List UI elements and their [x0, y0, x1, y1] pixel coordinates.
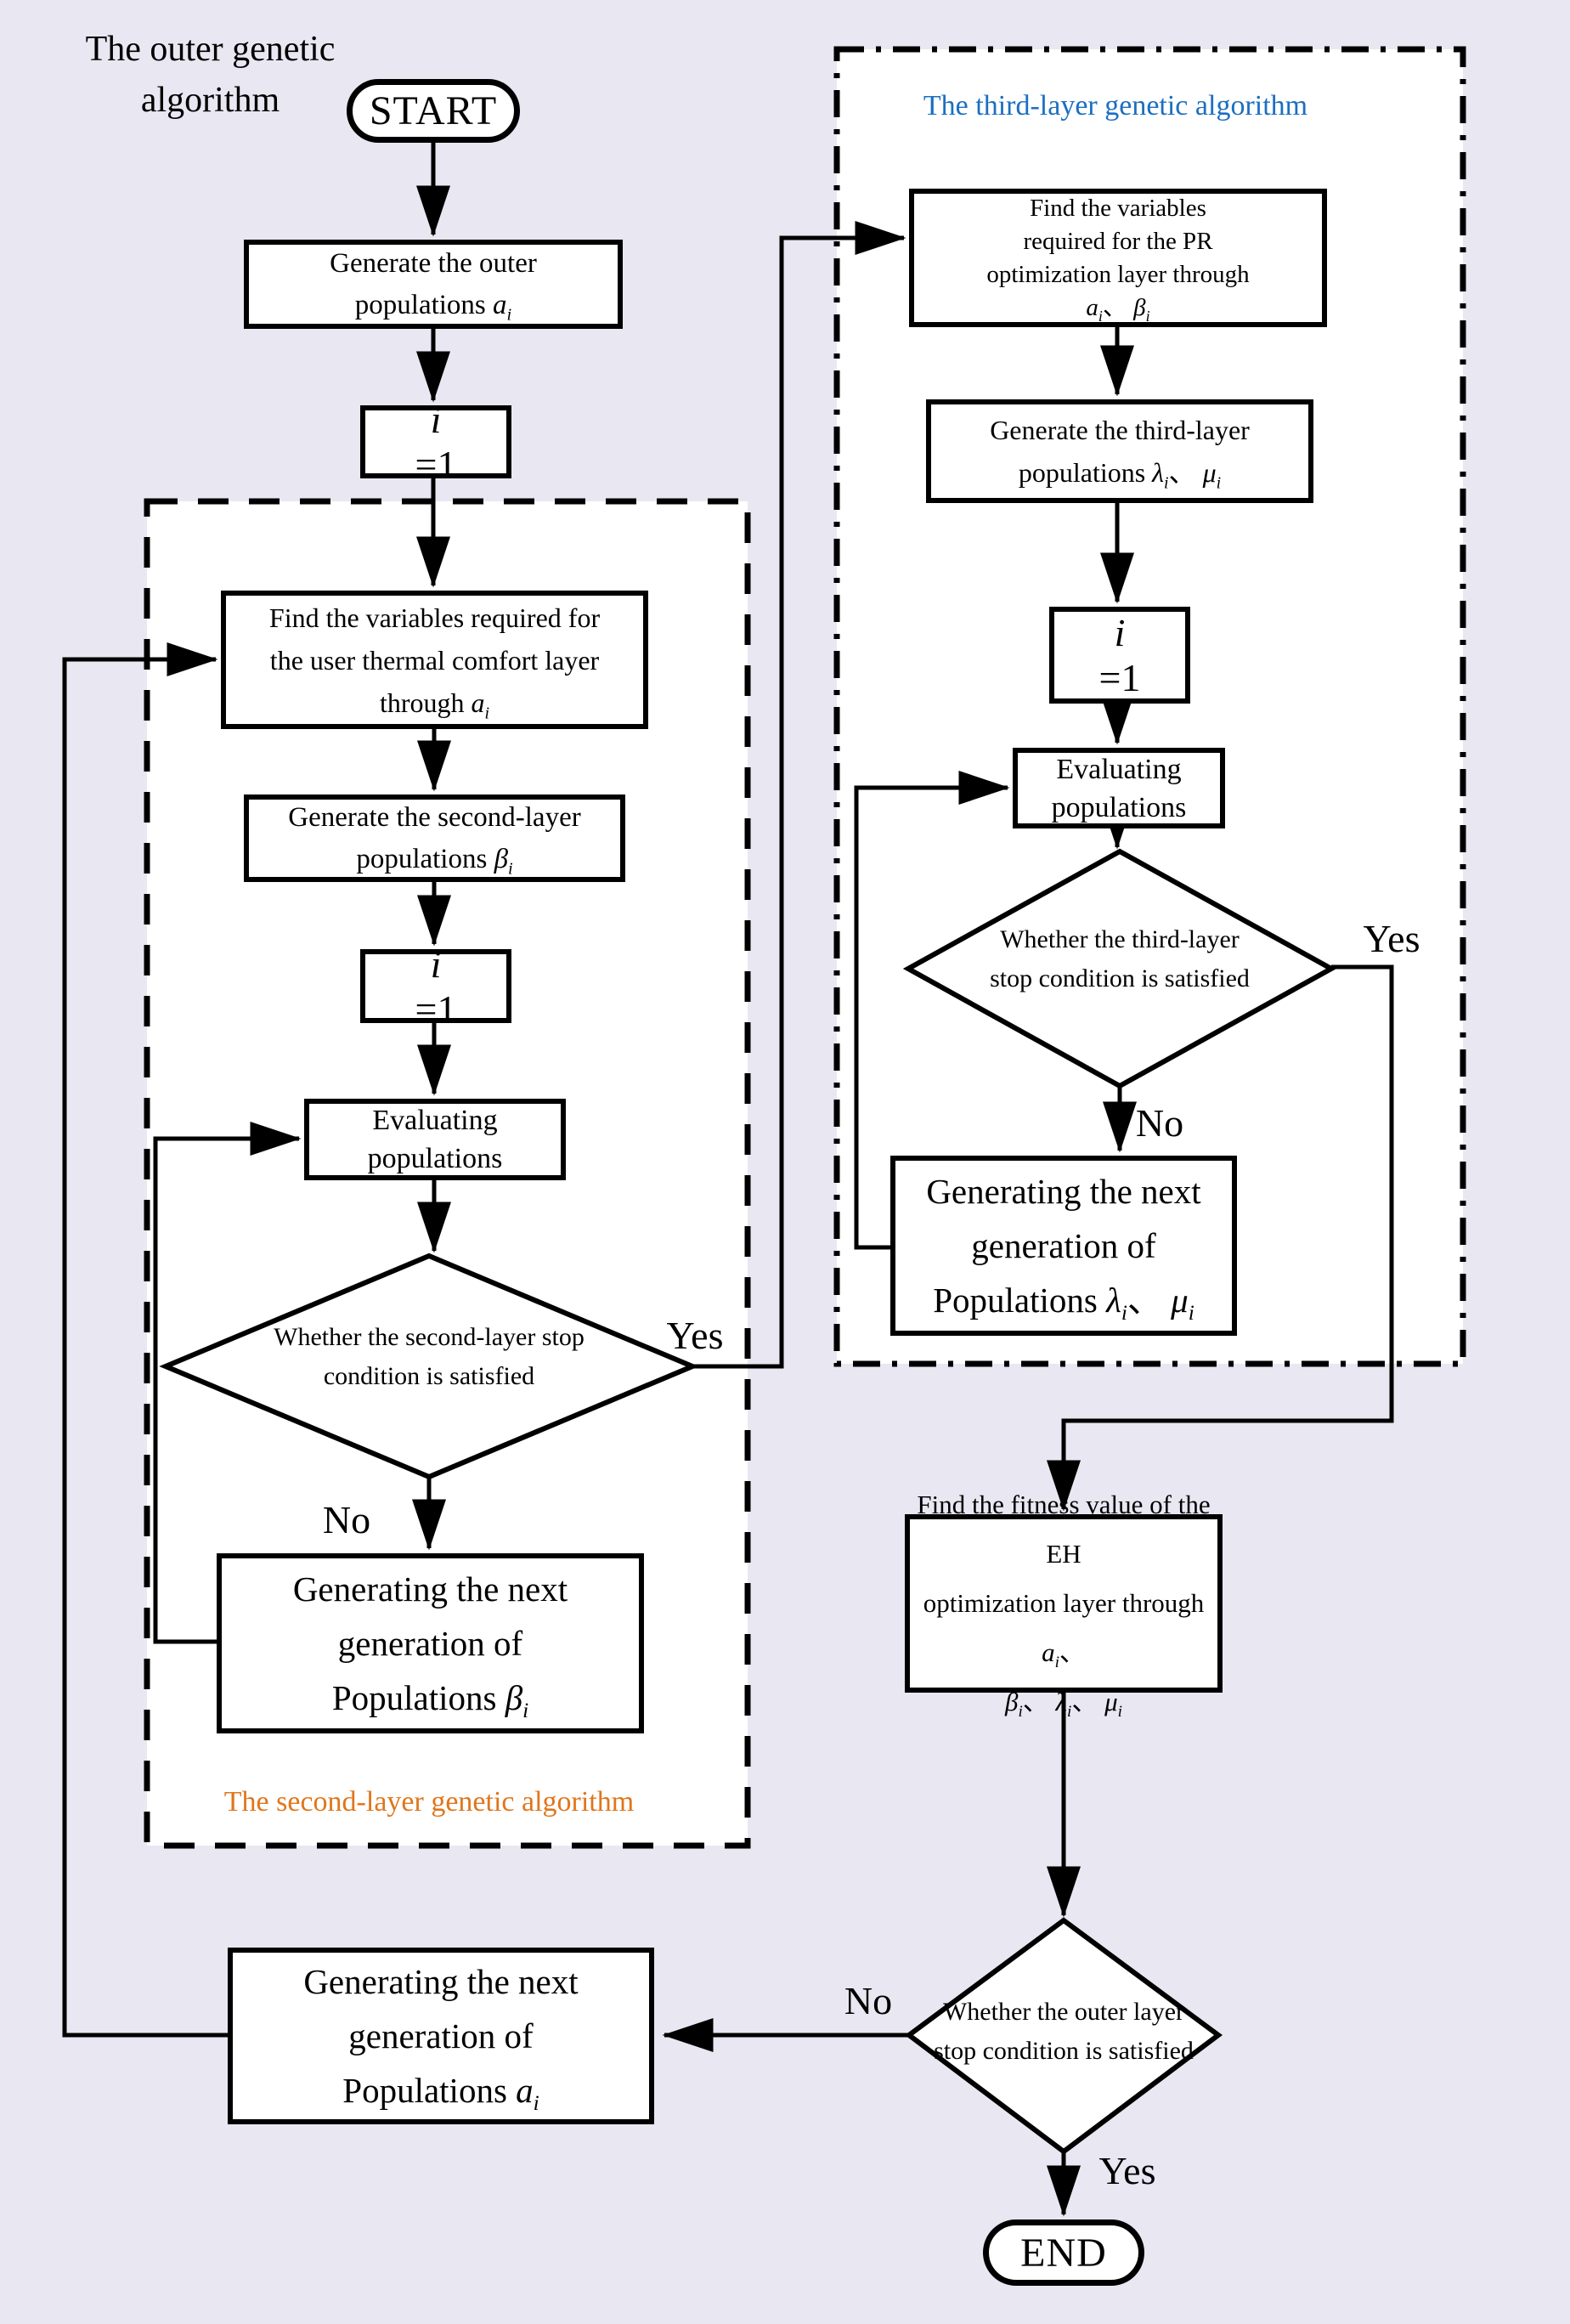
box-generate-outer-line1: Generate the outer [330, 247, 537, 279]
box-find-vars-thermal: Find the variables required for the user… [221, 591, 648, 729]
box-gen-next-lambda-line1: Generating the next [926, 1172, 1201, 1211]
decision-third-line2: stop condition is satisfied [990, 964, 1250, 992]
decision-second-text: Whether the second-layer stop condition … [191, 1318, 667, 1396]
box-generate-second-line1: Generate the second-layer [288, 801, 581, 833]
label-yes-outer: Yes [1098, 2149, 1156, 2192]
decision-second-line2: condition is satisfied [323, 1362, 535, 1390]
decision-outer-line1: Whether the outer layer [942, 1998, 1185, 2026]
box-fitness-line2: optimization layer through ai、 [923, 1588, 1205, 1672]
box-counter-third: i=1 [1049, 607, 1190, 704]
box-evaluating-second: Evaluating populations [304, 1099, 566, 1180]
box-evaluating-third-line1: Evaluating [1056, 753, 1182, 785]
end-node: END [983, 2219, 1144, 2286]
box-find-thermal-line1: Find the variables required for [268, 602, 601, 633]
connector-loop-alpha-to-find-thermal [62, 642, 228, 2038]
box-gen-next-lambda-line3: Populations λi、 μi [933, 1281, 1194, 1326]
connector-loop-lambda-to-evaluating [854, 771, 1010, 1250]
label-no-outer: No [844, 1979, 893, 2022]
box-generate-third-line1: Generate the third-layer [990, 415, 1250, 445]
box-generate-outer-populations: Generate the outer populations ai [244, 240, 623, 329]
decision-third-text: Whether the third-layer stop condition i… [913, 920, 1326, 998]
decision-third-diamond [902, 848, 1337, 1089]
box-generate-third-populations: Generate the third-layer populations λi、… [926, 399, 1313, 503]
box-generating-next-alpha: Generating the next generation of Popula… [228, 1948, 654, 2124]
outer-title: The outer genetic algorithm [47, 24, 374, 126]
box-gen-next-alpha-line3: Populations ai [342, 2071, 539, 2116]
box-evaluating-second-line2: populations [367, 1143, 503, 1174]
box-gen-next-beta-line3: Populations βi [331, 1678, 529, 1723]
box-gen-next-lambda-line2: generation of [971, 1226, 1156, 1265]
box-find-vars-pr: Find the variables required for the PR o… [909, 189, 1327, 327]
box-gen-next-beta-line1: Generating the next [292, 1569, 568, 1609]
start-node: START [347, 79, 520, 143]
box-evaluating-second-line1: Evaluating [372, 1105, 498, 1136]
box-counter-outer: i=1 [360, 398, 511, 486]
box-gen-next-beta-line2: generation of [337, 1624, 523, 1663]
box-find-thermal-line3: through ai [379, 687, 490, 722]
decision-outer-text: Whether the outer layer stop condition i… [902, 1993, 1225, 2071]
box-generate-outer-line2: populations ai [354, 289, 512, 325]
connector-loop-beta-to-evaluating [153, 1122, 302, 1644]
box-evaluating-third-line2: populations [1051, 791, 1187, 823]
box-evaluating-third: Evaluating populations [1013, 748, 1225, 828]
third-layer-label: The third-layer genetic algorithm [923, 90, 1308, 122]
box-find-fitness-eh: Find the fitness value of the EH optimiz… [905, 1490, 1223, 1720]
decision-outer-diamond [904, 1917, 1223, 2155]
box-generate-third-line2: populations λi、 μi [1018, 457, 1222, 493]
box-gen-next-alpha-line1: Generating the next [303, 1962, 579, 2001]
second-layer-label: The second-layer genetic algorithm [223, 1786, 635, 1818]
box-fitness-line1: Find the fitness value of the EH [917, 1490, 1211, 1569]
box-generate-second-populations: Generate the second-layer populations βi [244, 794, 625, 882]
box-generate-second-line2: populations βi [356, 843, 513, 879]
decision-third-line1: Whether the third-layer [1000, 925, 1240, 953]
label-no-second: No [322, 1498, 371, 1541]
box-find-pr-line3: optimization layer through [986, 260, 1250, 288]
decision-outer-line2: stop condition is satisfied [934, 2037, 1194, 2065]
box-gen-next-alpha-line2: generation of [348, 2016, 534, 2055]
box-generating-next-beta: Generating the next generation of Popula… [217, 1553, 644, 1733]
connector-yes-third-to-fitness [1047, 964, 1394, 1512]
outer-title-line2: algorithm [140, 81, 280, 120]
box-counter-second: i=1 [360, 942, 511, 1031]
label-no-third: No [1135, 1101, 1184, 1145]
box-fitness-line3: βi、 λi、 μi [1005, 1687, 1122, 1722]
box-find-pr-line1: Find the variables [1030, 194, 1206, 222]
box-find-thermal-line2: the user thermal comfort layer [269, 644, 600, 676]
label-yes-third: Yes [1363, 917, 1420, 960]
box-find-pr-line2: required for the PR [1023, 227, 1213, 255]
outer-title-line1: The outer genetic [85, 30, 336, 69]
decision-second-line1: Whether the second-layer stop [274, 1323, 585, 1351]
connector-yes-second-to-find-pr [692, 221, 906, 1369]
box-find-pr-line4: ai、 βi [1086, 293, 1150, 325]
label-yes-second: Yes [666, 1314, 724, 1357]
decision-second-diamond [159, 1252, 699, 1480]
box-generating-next-lambda: Generating the next generation of Popula… [890, 1156, 1237, 1336]
